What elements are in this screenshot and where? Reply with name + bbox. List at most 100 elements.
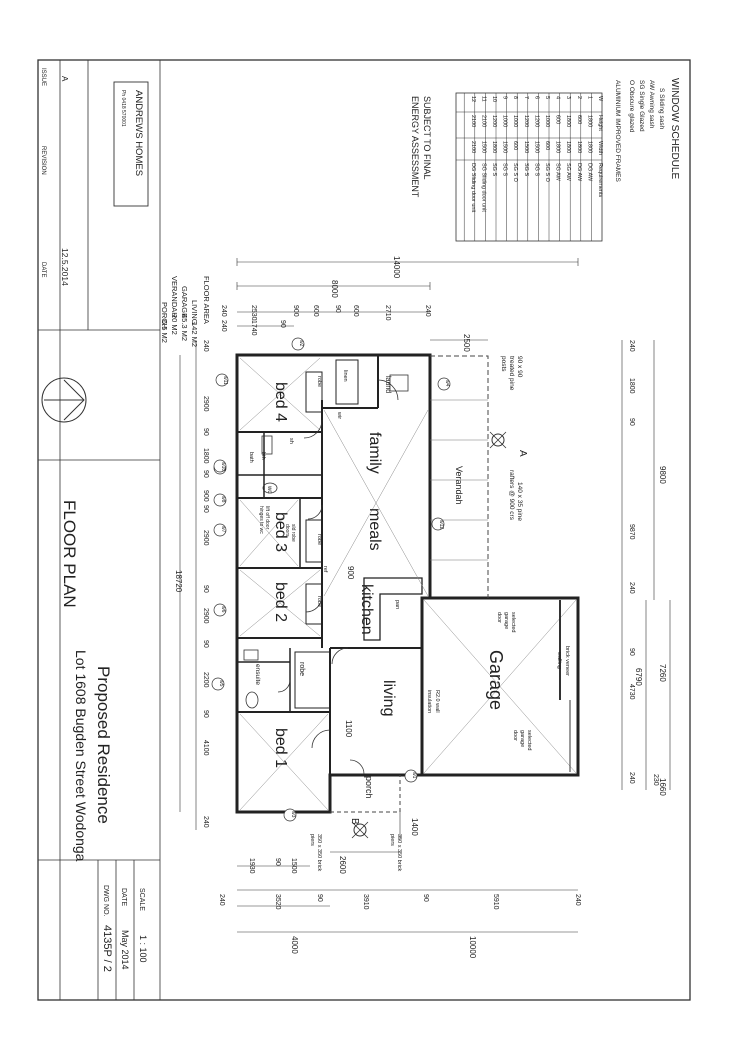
- dim-left-chain: 900: [202, 490, 209, 502]
- room-verandah: Verandah: [454, 466, 464, 505]
- note-posts-1: 90 x 90: [516, 356, 523, 378]
- note-garage-door-2c: door: [512, 730, 518, 741]
- dim-top-overall: 14000: [392, 256, 401, 279]
- dim-bottom-sub: 90: [274, 858, 281, 866]
- dim-right-overall-upper: 9800: [658, 466, 667, 484]
- room-family: family: [366, 432, 383, 474]
- note-piers-1a: 350 x 350 brick: [316, 834, 322, 872]
- note-garage-door-1c: door: [496, 612, 502, 623]
- dim-left-chain: 2900: [202, 608, 209, 624]
- note-garage-door-2b: garage: [519, 730, 525, 747]
- scale-label: SCALE: [138, 888, 145, 911]
- window-schedule-cell: 600: [544, 141, 550, 150]
- window-schedule-cell: SG S O: [544, 163, 550, 183]
- window-schedule-cell: 4: [555, 96, 561, 99]
- dim-right-1400: 1400: [410, 818, 419, 836]
- room-bed-1: bed 1: [272, 728, 289, 768]
- window-schedule-cell: SG S: [502, 163, 508, 176]
- revision-issue: A: [60, 76, 69, 82]
- scale-value: 1 : 100: [138, 935, 148, 963]
- date-value: May 2014: [120, 930, 130, 970]
- room-bed-3: bed 3: [272, 512, 289, 552]
- window-schedule-cell: 5: [544, 96, 550, 99]
- dim-top-row: 900: [292, 305, 299, 317]
- note-garage-door-1a: selected: [510, 612, 516, 633]
- dim-left-chain: 2200: [202, 672, 209, 688]
- note-piers-2a: 350 x 350 brick: [396, 834, 402, 872]
- room-laundry: laund: [384, 376, 391, 393]
- window-tag-w5: w5: [218, 680, 224, 687]
- window-schedule-legend-2: SG Single Glazed: [638, 80, 645, 132]
- room-pantry: pan: [394, 600, 400, 609]
- note-garage-door-2a: selected: [526, 730, 532, 751]
- window-tag-circle: [291, 337, 305, 351]
- window-tag-w12: w12: [438, 520, 444, 529]
- floor-area-garage-value: 45.3 M2: [180, 314, 189, 341]
- window-schedule-legend-0: S Sliding sash: [658, 88, 665, 130]
- dim-bottom-2600: 2600: [338, 856, 347, 874]
- dim-bottom-row: 90: [316, 894, 323, 902]
- window-tag-w2: w2: [298, 340, 304, 347]
- window-tag-circle: [437, 377, 451, 391]
- dim-top-row: 600: [312, 305, 319, 317]
- window-tag-circle: [213, 493, 227, 507]
- note-garage-door-1b: garage: [503, 612, 509, 629]
- room-kitchen: kitchen: [358, 584, 375, 635]
- dim-living-1100: 1100: [344, 720, 353, 738]
- bathroom-fixtures: [243, 374, 409, 709]
- window-schedule-cell: 600: [576, 115, 582, 124]
- revision-issue-label: ISSUE: [40, 68, 46, 86]
- dim-left-chain: 90: [202, 428, 209, 436]
- window-tag-w7: w7: [220, 526, 226, 533]
- dim-kitchen-900: 900: [346, 566, 355, 580]
- window-schedule-cell: 1000: [544, 115, 550, 127]
- ceiling-diagonals: [239, 357, 577, 811]
- dim-right-1660: 1660: [658, 778, 667, 796]
- window-schedule-cell: 1200: [491, 115, 497, 127]
- building-walls: [235, 353, 580, 814]
- dwg-value: 4135P / 2: [101, 925, 113, 972]
- dim-right-7260: 7260: [658, 664, 667, 682]
- window-schedule-note: ALUMINIUM IMPROVED FRAMES: [614, 80, 621, 183]
- dim-left-chain: 4100: [202, 740, 209, 756]
- room-wc: wc: [266, 485, 272, 493]
- room-garage: Garage: [486, 650, 506, 710]
- window-tag-circle: [404, 769, 418, 783]
- dim-right-lower: 230: [652, 774, 659, 786]
- window-schedule-cell: 1800: [576, 141, 582, 153]
- dim-top-row: 2710: [384, 305, 391, 321]
- note-piers-1b: piers: [309, 834, 315, 846]
- revision-revision-label: REVISION: [40, 146, 46, 175]
- note-r2-1: R2.0 wall: [434, 690, 440, 713]
- dim-left-chain: 2900: [202, 530, 209, 546]
- room-sh: sh: [288, 438, 294, 444]
- window-schedule-cell: 1: [586, 96, 592, 99]
- dim-left-chain: 240: [202, 340, 209, 352]
- builder-box: [113, 81, 149, 207]
- window-schedule-header: Width: [597, 141, 603, 155]
- window-schedule-cell: 1200: [533, 115, 539, 127]
- window-schedule-cell: 9: [502, 96, 508, 99]
- dim-bottom-row: 3910: [362, 894, 369, 910]
- room-robe-bed3: robe: [316, 534, 322, 545]
- room-bath: bath: [248, 452, 254, 463]
- window-schedule-cell: 1500: [533, 141, 539, 153]
- room-bth: bth: [260, 452, 266, 460]
- dimension-lines: [179, 258, 671, 933]
- dim-left-chain: 90: [202, 640, 209, 648]
- note-slide-robe-2: doors: [284, 524, 290, 537]
- window-tag-w11: w11: [222, 376, 228, 385]
- floor-area-living: LIVING: [190, 300, 199, 325]
- window-schedule-cell: 1800: [565, 115, 571, 127]
- project-address: Lot 1608 Bugden Street Wodonga: [73, 650, 89, 862]
- window-schedule-cell: 1000: [502, 115, 508, 127]
- note-rafters-2: rafters @ 900 crs: [508, 470, 515, 521]
- floor-area-verandah-value: 20 M2: [170, 314, 179, 335]
- window-schedule-header: W: [597, 96, 603, 102]
- dim-left-chain: 2900: [202, 396, 209, 412]
- window-schedule-cell: DG Sliding door unit: [470, 163, 476, 213]
- window-schedule-cell: 1800: [586, 141, 592, 153]
- builder-name: ANDREWS HOMES: [133, 90, 144, 176]
- floor-area-living-value: 142 M2: [190, 322, 199, 347]
- sheet-border: [37, 59, 691, 1001]
